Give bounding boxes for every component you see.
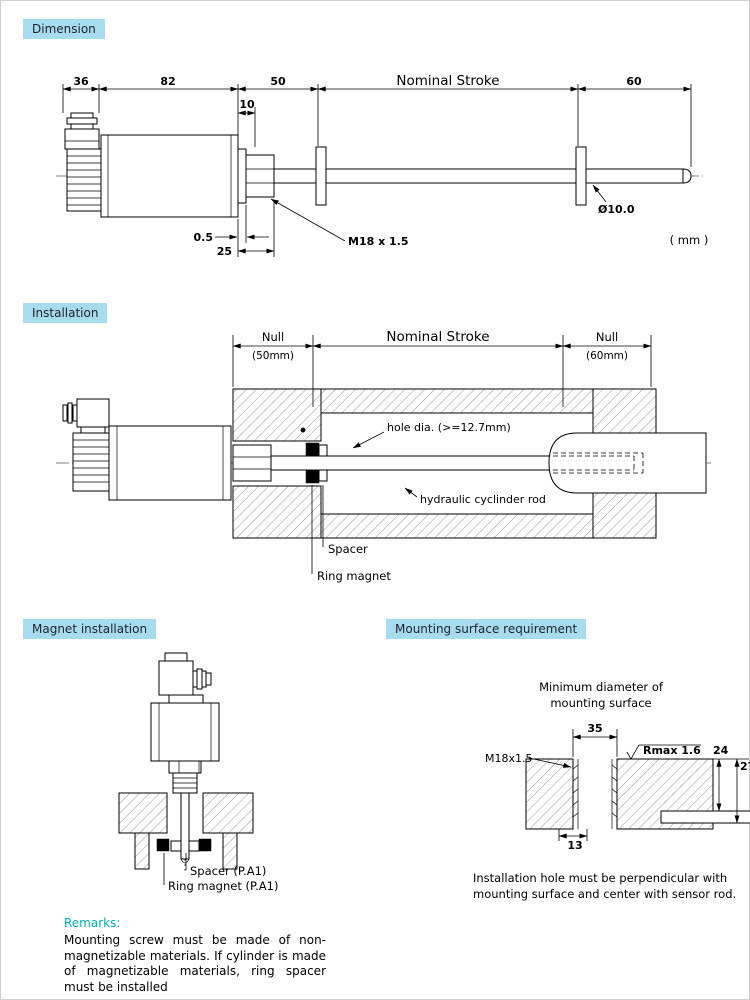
hydraulic-rod xyxy=(548,432,707,494)
ring-magnet-right xyxy=(198,838,212,852)
cylinder-bottom-wall xyxy=(320,513,594,539)
electronics-housing-2 xyxy=(72,432,110,492)
section-header-magnet-installation: Magnet installation xyxy=(23,619,157,639)
dim-27-label: 27 xyxy=(740,760,750,773)
dim-35-label: 35 xyxy=(587,722,602,735)
dimension-drawing: 36 82 50 Nominal Stroke 60 10 0.5 25 M18… xyxy=(56,73,709,258)
installation-labels: hole dia. (>=12.7mm) hydraulic cyclinder… xyxy=(311,421,546,583)
dim-60-label: 60 xyxy=(626,75,642,88)
sensor-body xyxy=(100,134,239,218)
section-header-dimension: Dimension xyxy=(23,19,105,39)
weld-dot-left xyxy=(300,427,306,433)
cylinder-left-cap-bottom xyxy=(232,485,322,539)
cylinder-left-cap-top xyxy=(232,388,322,442)
remarks-block: Remarks: Mounting screw must be made of … xyxy=(64,916,326,995)
vertical-sensor xyxy=(118,652,254,871)
connector-2 xyxy=(62,398,110,434)
section-header-mounting-surface: Mounting surface requirement xyxy=(386,619,587,639)
sensor-body-2 xyxy=(108,425,232,501)
spacer-right xyxy=(188,840,200,852)
spacer-label: Spacer xyxy=(328,542,368,556)
spacer-top xyxy=(318,444,328,457)
installation-drawing: Null (50mm) Nominal Stroke Null (60mm) xyxy=(56,329,711,583)
nominal-stroke-label: Nominal Stroke xyxy=(396,73,499,89)
hex-nut-2 xyxy=(232,444,272,482)
connector xyxy=(64,112,100,150)
spacer-pa1-label: Spacer (P.A1) xyxy=(190,864,266,878)
cylinder-wall-left xyxy=(134,832,150,870)
min-diameter-title-line1: Minimum diameter of xyxy=(539,680,664,694)
remarks-body: Mounting screw must be made of non-magne… xyxy=(64,933,326,994)
connector-3 xyxy=(158,652,212,696)
remarks-title: Remarks: xyxy=(64,916,121,930)
null-left-label: Null xyxy=(262,330,284,344)
ring-magnet-disc-right xyxy=(575,146,587,206)
magnet-installation-labels: Spacer (P.A1) Ring magnet (P.A1) xyxy=(163,853,278,893)
min-diameter-title-line2: mounting surface xyxy=(550,696,651,710)
magnet-installation-drawing: Spacer (P.A1) Ring magnet (P.A1) xyxy=(118,652,278,893)
dim-13-label: 13 xyxy=(567,839,582,852)
dimension-annotations: 36 82 50 Nominal Stroke 60 10 0.5 25 M18… xyxy=(62,73,709,258)
ring-magnet-top xyxy=(305,442,320,457)
spacer-bottom xyxy=(318,469,328,482)
block-left xyxy=(525,758,574,830)
cylinder-cross-section xyxy=(232,388,657,539)
cylinder-right-cap-top xyxy=(592,388,657,436)
null-left-value: (50mm) xyxy=(252,350,294,362)
cylinder-wall-right xyxy=(222,832,238,870)
hole-dia-label: hole dia. (>=12.7mm) xyxy=(387,421,511,434)
rod-tip xyxy=(180,858,190,864)
sensor-body-3 xyxy=(150,702,220,762)
mount-block-right xyxy=(202,792,254,834)
nominal-stroke-label-2: Nominal Stroke xyxy=(386,329,489,345)
electronics-housing xyxy=(66,148,102,212)
dim-82-label: 82 xyxy=(160,75,175,88)
hex-and-thread xyxy=(168,760,202,794)
section-header-installation: Installation xyxy=(23,303,108,323)
cylinder-right-cap-bottom xyxy=(592,491,657,539)
dim-0-5-label: 0.5 xyxy=(194,231,214,244)
surface-roughness-symbol xyxy=(626,744,701,760)
mounting-note-line1: Installation hole must be perpendicular … xyxy=(473,871,727,885)
ring-magnet-label: Ring magnet xyxy=(317,569,391,583)
ring-magnet-disc-left xyxy=(315,146,327,206)
dim-10-label: 10 xyxy=(239,98,255,111)
sensor-rod-2 xyxy=(270,455,552,471)
mount-block-left xyxy=(118,792,168,834)
installation-dimensions: Null (50mm) Nominal Stroke Null (60mm) xyxy=(232,329,652,407)
sensor-in-cylinder xyxy=(56,398,711,501)
rod-diameter-label: Ø10.0 xyxy=(598,203,635,216)
connector-neck xyxy=(168,694,204,704)
ring-magnet-left xyxy=(156,838,170,852)
dim-24-label: 24 xyxy=(713,744,729,757)
mounting-flange-and-nut xyxy=(237,148,275,204)
ring-magnet-pa1-label: Ring magnet (P.A1) xyxy=(168,879,278,893)
null-right-value: (60mm) xyxy=(586,350,628,362)
sensor-rod-3 xyxy=(180,792,190,860)
sensor-rod-through xyxy=(660,810,750,824)
spacer-left xyxy=(170,840,182,852)
mount-block-section xyxy=(525,758,750,830)
thread-size-label: M18 x 1.5 xyxy=(348,235,409,248)
mounting-dimensions: 35 Rmax 1.6 M18x1.5 24 27 13 xyxy=(485,722,750,852)
thread-size-label-2: M18x1.5 xyxy=(485,752,533,765)
ring-magnet-bottom xyxy=(305,469,320,484)
sensor-side-view xyxy=(56,112,703,218)
mounting-surface-drawing: Minimum diameter of mounting surface xyxy=(473,680,750,901)
sensor-rod xyxy=(273,168,692,184)
hydraulic-rod-label: hydraulic cyclinder rod xyxy=(420,493,546,506)
mounting-note-line2: mounting surface and center with sensor … xyxy=(473,887,736,901)
rmax-label: Rmax 1.6 xyxy=(643,744,701,757)
rod-end-cap xyxy=(682,168,692,184)
units-label: ( mm ) xyxy=(670,233,709,247)
null-right-label: Null xyxy=(596,330,618,344)
cylinder-top-wall xyxy=(320,388,594,414)
dim-36-label: 36 xyxy=(73,75,89,88)
dim-25-label: 25 xyxy=(217,245,232,258)
dim-50-label: 50 xyxy=(270,75,286,88)
